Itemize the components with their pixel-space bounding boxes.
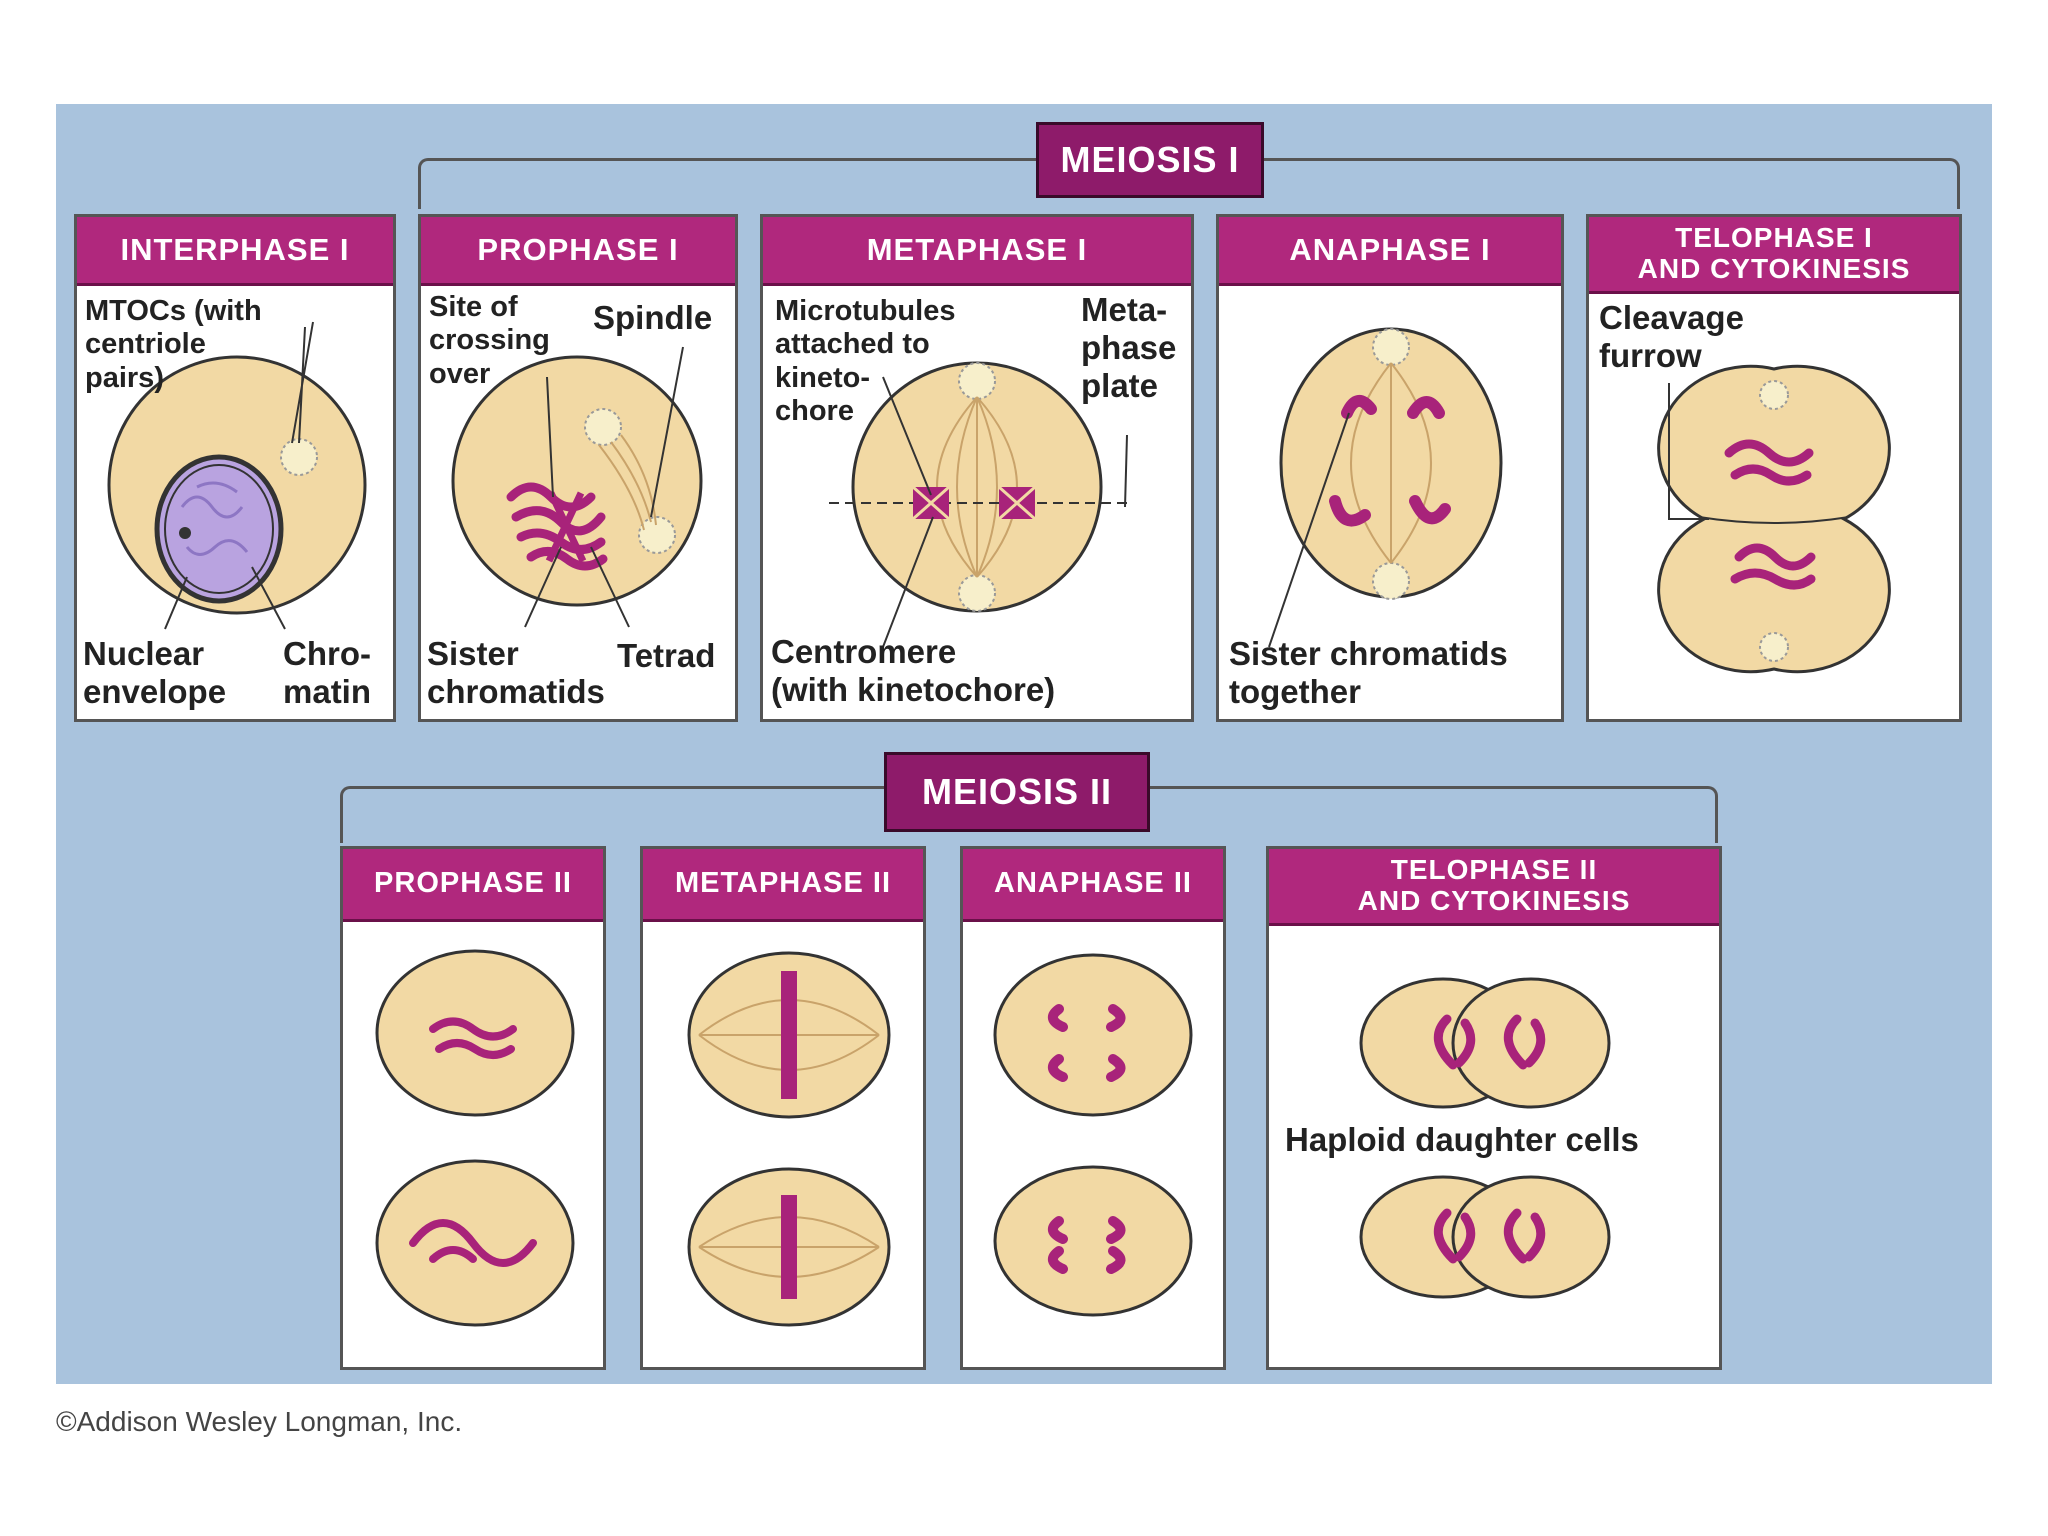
- stage-telophase-1: TELOPHASE I AND CYTOKINESIS Cleavage fur…: [1586, 214, 1962, 722]
- label-sister-chromatids-1: Sister chromatids: [427, 635, 605, 711]
- stage-anaphase-2: ANAPHASE II: [960, 846, 1226, 1370]
- label-spindle: Spindle: [593, 299, 712, 337]
- label-crossing-over: Site of crossing over: [429, 291, 550, 391]
- label-mtocs: MTOCs (with centriole pairs): [85, 295, 262, 395]
- label-sister-chromatids-together: Sister chromatids together: [1229, 635, 1508, 711]
- stage-telophase-2: TELOPHASE II AND CYTOKINESIS Haploid dau…: [1266, 846, 1722, 1370]
- label-microtubules: Microtubules attached to kineto- chore: [775, 295, 955, 428]
- stage-metaphase-1: METAPHASE I Microtubules attached to kin…: [760, 214, 1194, 722]
- meiosis-1-banner: MEIOSIS I: [1036, 122, 1264, 198]
- label-nuclear-envelope: Nuclear envelope: [83, 635, 226, 711]
- stage-interphase-1: INTERPHASE I MTOCs (with centriole pairs…: [74, 214, 396, 722]
- copyright-text: ©Addison Wesley Longman, Inc.: [56, 1406, 462, 1438]
- label-cleavage-furrow: Cleavage furrow: [1599, 299, 1744, 375]
- anaphase-2-cells-art: [963, 849, 1223, 1367]
- label-tetrad: Tetrad: [617, 637, 715, 675]
- label-chromatin: Chro- matin: [283, 635, 371, 711]
- meiosis-2-banner: MEIOSIS II: [884, 752, 1150, 832]
- label-metaphase-plate: Meta- phase plate: [1081, 291, 1176, 405]
- meiosis-2-title: MEIOSIS II: [922, 771, 1112, 813]
- meiosis-1-title: MEIOSIS I: [1060, 139, 1239, 181]
- telophase-2-cells-art: [1269, 849, 1719, 1367]
- metaphase-2-cells-art: [643, 849, 923, 1367]
- prophase-2-cells-art: [343, 849, 603, 1367]
- stage-anaphase-1: ANAPHASE I Sister chromatids together: [1216, 214, 1564, 722]
- label-haploid-daughter-cells: Haploid daughter cells: [1285, 1121, 1639, 1159]
- stage-metaphase-2: METAPHASE II: [640, 846, 926, 1370]
- label-centromere: Centromere (with kinetochore): [771, 633, 1055, 709]
- stage-prophase-1: PROPHASE I Site of crossing over Spindle…: [418, 214, 738, 722]
- telophase-1-cell-art: [1589, 217, 1959, 719]
- stage-prophase-2: PROPHASE II: [340, 846, 606, 1370]
